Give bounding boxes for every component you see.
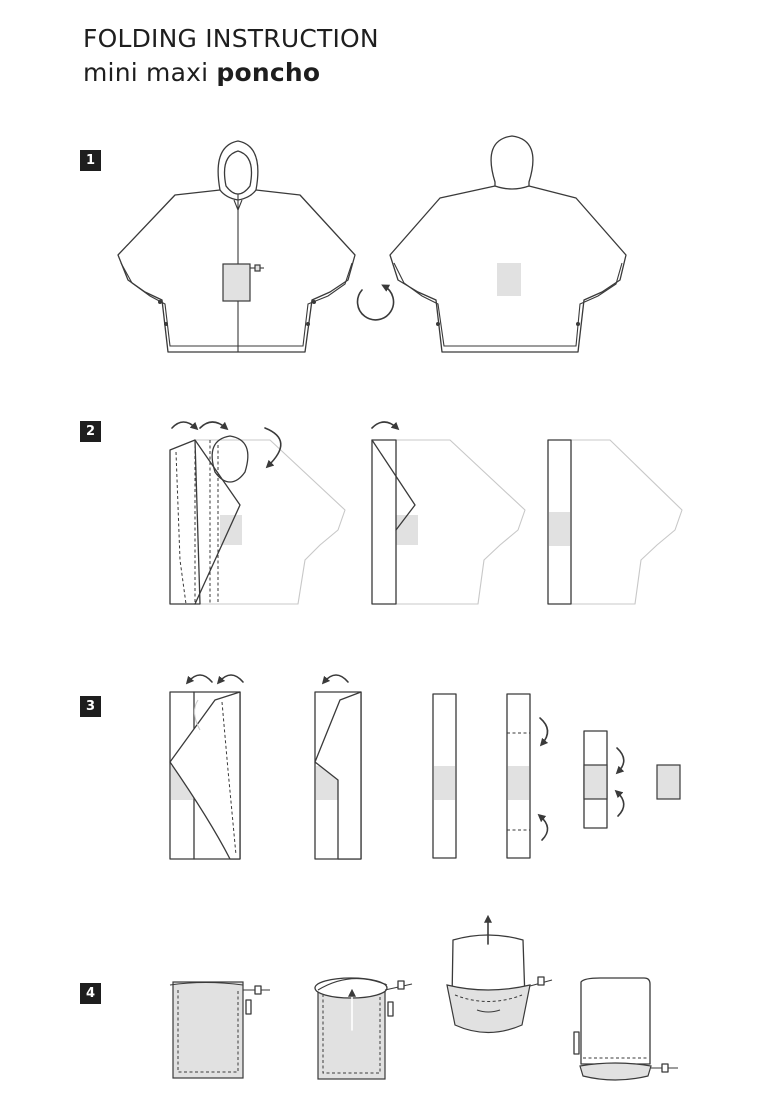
instruction-title: FOLDING INSTRUCTION: [83, 24, 379, 53]
product-name: mini maxi poncho: [83, 58, 320, 88]
step-4-badge: 4: [80, 983, 101, 1004]
step-1-badge: 1: [80, 150, 101, 171]
step-2-fold-sleeves: [169, 421, 346, 605]
product-name-regular: mini maxi: [83, 58, 217, 87]
product-name-bold: poncho: [216, 58, 321, 87]
step-3-packet: [583, 730, 625, 829]
pouch-with-poncho-illustration: [573, 977, 678, 1081]
poncho-back-illustration: [389, 135, 627, 353]
step-3-strip: [432, 693, 457, 859]
pouch-illustration: [169, 981, 270, 1079]
step-3-badge: 3: [80, 696, 101, 717]
step-2-fold-side: [371, 421, 526, 605]
rotate-arrow-icon: [356, 284, 395, 321]
step-3-strip-fold-ends: [506, 693, 549, 859]
step-3-fold-left: [169, 674, 244, 860]
pouch-inverting-illustration: [446, 914, 553, 1034]
step-2-folded-strip: [547, 439, 683, 605]
step-3-folded-square: [656, 764, 681, 800]
poncho-front-illustration: [117, 140, 356, 353]
step-2-badge: 2: [80, 421, 101, 442]
pouch-open-illustration: [314, 977, 413, 1080]
step-3-fold-second: [314, 674, 362, 860]
